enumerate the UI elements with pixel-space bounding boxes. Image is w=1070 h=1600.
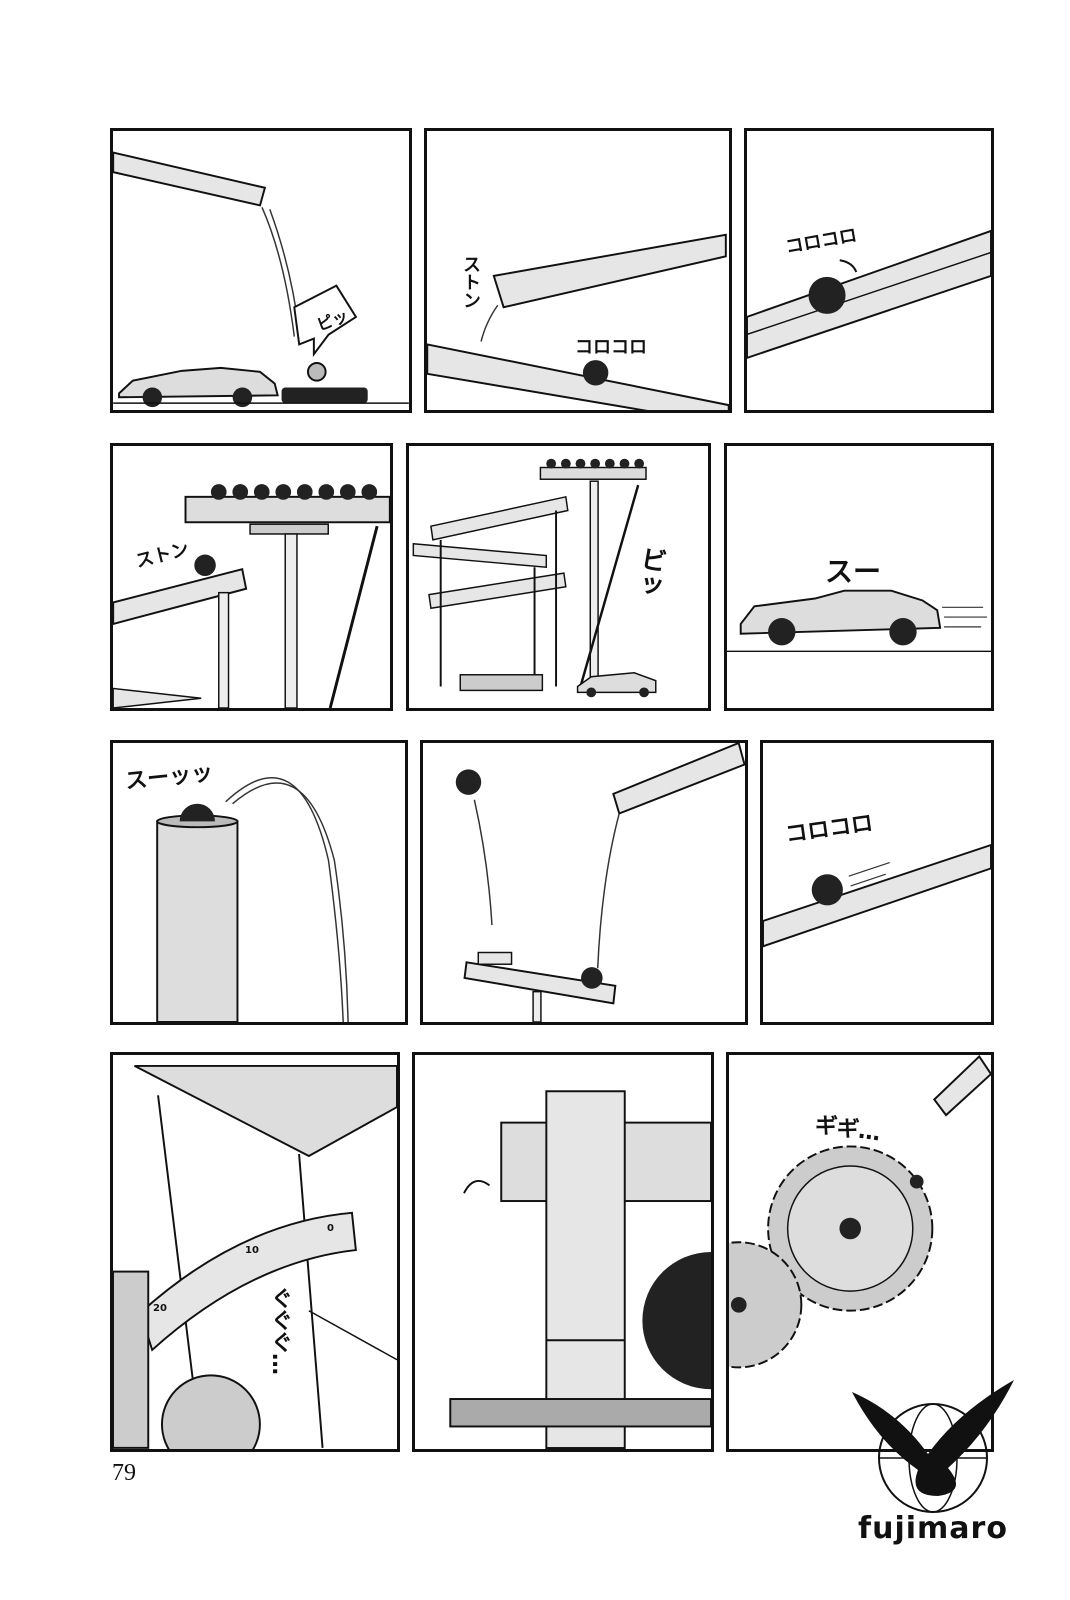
panel-1: ピッ bbox=[110, 128, 412, 413]
rail-drawing bbox=[747, 229, 991, 359]
gauge-table-drawing bbox=[113, 1064, 397, 1449]
seesaw-drawing bbox=[455, 743, 745, 1022]
panel-4: ストン bbox=[110, 443, 393, 711]
ruler-mark-10: 10 bbox=[245, 1245, 259, 1256]
ball-rack-drawing bbox=[113, 484, 390, 708]
panel-8 bbox=[420, 740, 748, 1025]
panel-10: 0 10 20 ぐぐぐ… bbox=[110, 1052, 400, 1452]
pillar-drawing bbox=[156, 777, 349, 1022]
panel-7: スーッッ bbox=[110, 740, 408, 1025]
ramp-drawing bbox=[427, 233, 729, 410]
sfx-su: スー bbox=[825, 555, 882, 588]
sfx-korokoro-1: コロコロ bbox=[575, 337, 647, 358]
logo-text: fujimaro bbox=[858, 1511, 1008, 1546]
sfx-gugugu: ぐぐぐ… bbox=[267, 1287, 292, 1375]
sfx-suton-1: ストン bbox=[460, 255, 481, 309]
chute-and-car-drawing bbox=[113, 151, 409, 408]
panel-6: スー bbox=[724, 443, 994, 711]
scaffold-drawing bbox=[412, 458, 657, 698]
ruler-mark-20: 20 bbox=[153, 1303, 167, 1314]
panel-2: ストン コロコロ bbox=[424, 128, 732, 413]
gears-drawing bbox=[729, 1055, 991, 1369]
crow-globe-icon bbox=[852, 1380, 1014, 1513]
rail-ball-drawing bbox=[763, 843, 991, 948]
panel-11 bbox=[412, 1052, 714, 1452]
bamboo-post-drawing bbox=[449, 1090, 711, 1449]
speeding-car-drawing bbox=[727, 589, 991, 653]
panel-3: コロコロ bbox=[744, 128, 994, 413]
panel-5: ビッ bbox=[406, 443, 711, 711]
panel-12: ギギ… bbox=[726, 1052, 994, 1452]
fujimaro-logo: fujimaro bbox=[848, 1372, 1018, 1552]
panel-9: コロコロ bbox=[760, 740, 994, 1025]
ruler-mark-0: 0 bbox=[327, 1223, 334, 1234]
page-number: 79 bbox=[112, 1460, 136, 1486]
